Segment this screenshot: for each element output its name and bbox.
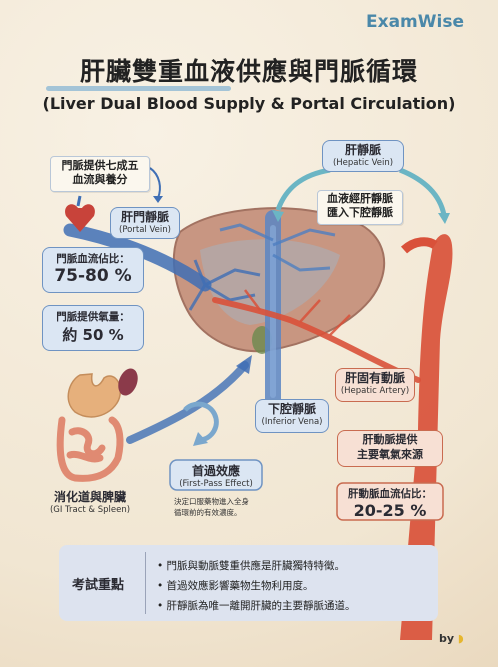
intestine-icon — [56, 416, 124, 482]
hepatic-vein-arrow-right — [399, 167, 447, 216]
portal-supply-note: 門脈提供七成五 血流與養分 — [50, 156, 150, 192]
banana-icon: ◗ — [457, 632, 464, 645]
gi-to-liver-arrow — [126, 361, 249, 444]
portal-vein-branches — [188, 259, 261, 311]
hepatic-artery-label: 肝固有動脈 (Hepatic Artery) — [335, 368, 415, 402]
ivc-label: 下腔靜脈 (Inferior Vena) — [255, 399, 329, 433]
first-pass-label: 首過效應 (First-Pass Effect) — [179, 464, 253, 489]
brand-logo: ExamWise — [366, 12, 464, 32]
hepatic-vein-branches — [219, 223, 336, 272]
portal-flow-stat: 門脈血流佔比： 75-80 % — [42, 247, 144, 293]
heart-icon — [65, 195, 95, 232]
portal-o2-stat: 門脈提供氧量： 約 50 % — [42, 305, 144, 351]
summary-item: • 首過效應影響藥物生物利用度。 — [157, 580, 314, 592]
summary-item: • 肝靜脈為唯一離開肝臟的主要靜脈通道。 — [157, 600, 356, 612]
hepatic-vein-label: 肝靜脈 (Hepatic Vein) — [322, 140, 404, 172]
hepatic-artery-vessel — [212, 297, 421, 383]
summary-panel — [59, 545, 438, 621]
summary-item: • 門脈與動脈雙重供應是肝臟獨特特徵。 — [157, 560, 346, 572]
signature: by ◗ — [439, 632, 464, 645]
artery-supply-stat: 肝動脈提供 主要氧氣來源 — [337, 430, 443, 467]
artery-value-box — [336, 482, 444, 521]
stomach-icon — [67, 373, 121, 418]
hepatic-vein-note: 血液經肝靜脈 匯入下腔靜脈 — [317, 190, 403, 225]
gi-label: 消化道與脾臟 (GI Tract & Spleen) — [49, 490, 131, 515]
title-underline — [46, 86, 231, 91]
hepatic-vein-arrow-left — [275, 167, 331, 211]
first-pass-note: 決定口服藥物進入全身 循環前的有效濃度。 — [174, 497, 249, 517]
summary-heading: 考試重點 — [72, 578, 125, 593]
summary-divider — [145, 552, 146, 614]
page-subtitle: (Liver Dual Blood Supply & Portal Circul… — [42, 94, 456, 113]
spleen-icon — [118, 368, 138, 396]
artery-flow-stat: 肝動脈血流佔比： 20-25 % — [348, 488, 432, 520]
hepatic-artery-branches — [244, 289, 351, 336]
note-arrow — [149, 167, 161, 199]
page-title: 肝臟雙重血液供應與門脈循環 — [79, 57, 418, 86]
portal-vein-label: 肝門靜脈 (Portal Vein) — [110, 207, 180, 239]
first-pass-cycle-icon — [183, 401, 219, 446]
